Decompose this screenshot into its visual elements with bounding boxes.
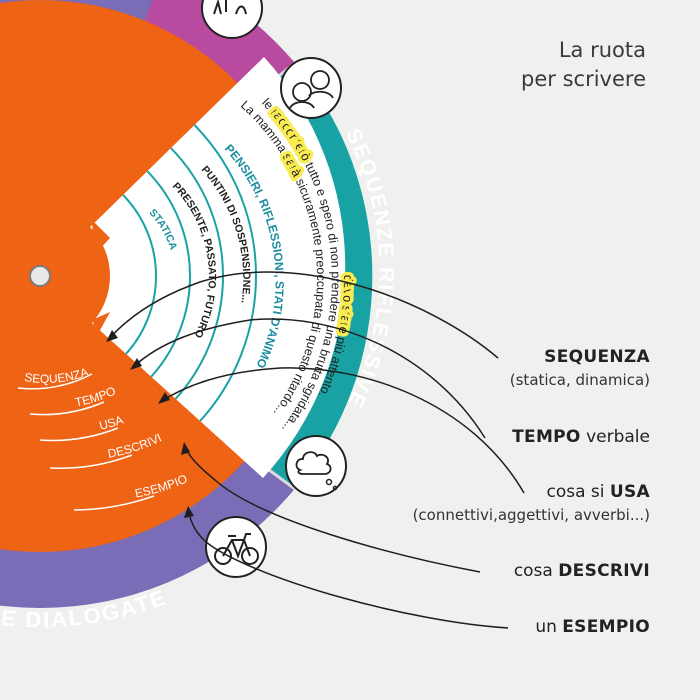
- pivot-pin[interactable]: [29, 265, 51, 287]
- legend-esempio: un ESEMPIO: [535, 617, 650, 637]
- bicycle-icon: [205, 516, 267, 578]
- legend-descrivi: cosa DESCRIVI: [513, 561, 650, 581]
- legend-sequenza-sub: (statica, dinamica): [509, 371, 650, 389]
- legend-tempo: TEMPO verbale: [512, 427, 650, 447]
- pencil-icon: [201, 0, 263, 39]
- title-line-2: per scrivere: [521, 67, 646, 91]
- left-label-arcs: [17, 373, 155, 511]
- people-icon: [280, 57, 342, 119]
- connector-lines: [107, 271, 525, 629]
- connector-arrowheads: [106, 330, 194, 518]
- wheel-hub: [0, 206, 110, 346]
- notch-dents: [92, 220, 110, 334]
- title-line-1: La ruota: [558, 38, 646, 62]
- page-title: La ruota per scrivere: [446, 36, 646, 94]
- legend-usa-sub: (connettivi,aggettivi, avverbi...): [412, 506, 650, 524]
- info-card: [40, 57, 346, 478]
- legend-usa: cosa si USA (connettivi,aggettivi, avver…: [330, 481, 650, 527]
- legend-sequenza: SEQUENZA (statica, dinamica): [330, 346, 650, 392]
- label-usa: USA: [98, 413, 125, 433]
- thought-cloud-icon: [285, 435, 347, 497]
